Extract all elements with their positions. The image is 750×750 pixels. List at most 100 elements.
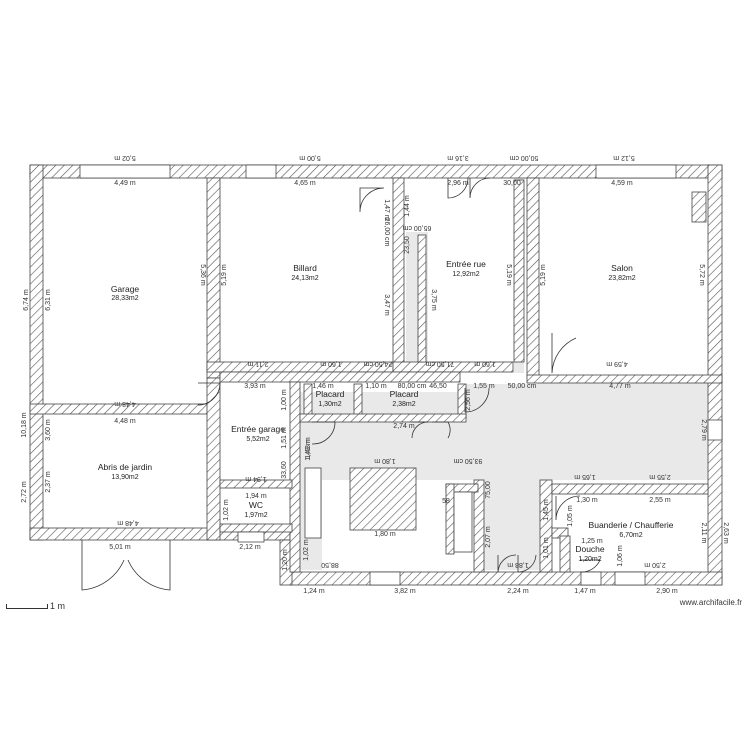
dim: 3,16 m xyxy=(447,154,469,161)
interior-walls xyxy=(29,177,723,573)
dim: 3,75 m xyxy=(430,289,437,311)
room-name: Buanderie / Chaufferie xyxy=(589,520,674,530)
dim: 5,01 m xyxy=(109,544,131,551)
doors xyxy=(81,177,601,591)
room-area: 23,82m2 xyxy=(608,275,635,282)
room-name: Placard xyxy=(316,389,345,399)
dim: 2,79 m xyxy=(700,419,707,441)
dim: 65,00 cm xyxy=(402,224,431,231)
dim: 4,48 m xyxy=(114,400,136,407)
dim: 2,72 m xyxy=(21,481,28,503)
dim: 6,31 m xyxy=(45,289,52,311)
dim: 24,50 cm xyxy=(363,360,392,367)
room-area: 1,20m2 xyxy=(578,556,601,563)
dim: 3,47 m xyxy=(383,294,390,316)
room-name: Salon xyxy=(611,263,633,273)
dim: 5,19 m xyxy=(221,264,228,286)
dim: 2,90 m xyxy=(656,588,678,595)
room-name: Abris de jardin xyxy=(98,462,153,472)
room-name: Garage xyxy=(111,284,140,294)
dim: 2,37 m xyxy=(45,471,52,493)
dim: 2,07 m xyxy=(485,526,492,548)
room-area: 5,52m2 xyxy=(246,436,269,443)
dim: 4,48 m xyxy=(117,519,139,526)
dim: 1,43 m xyxy=(305,437,312,459)
room-name: Douche xyxy=(575,544,605,554)
room-area: 1,97m2 xyxy=(244,512,267,519)
dim: 50,00 cm xyxy=(509,154,538,161)
dim: 50,00 cm xyxy=(508,383,537,390)
dim: 1,46 m xyxy=(312,383,334,390)
dim: 33,60 xyxy=(281,461,288,479)
room-area: 1,30m2 xyxy=(318,401,341,408)
scale-bar xyxy=(6,604,48,609)
dim: 4,59 m xyxy=(611,180,633,187)
dim: 1,30 m xyxy=(576,497,598,504)
dim: 4,77 m xyxy=(609,383,631,390)
exterior-walls xyxy=(29,164,723,586)
dim: 3,82 m xyxy=(394,588,416,595)
dim: 3,60 m xyxy=(45,419,52,441)
dim: 26,00 cm xyxy=(383,218,390,247)
room-name: Entrée rue xyxy=(446,259,486,269)
dim: 1,02 m xyxy=(303,539,310,561)
windows xyxy=(79,164,723,586)
dim: 4,65 m xyxy=(294,180,316,187)
dim: 1,10 m xyxy=(365,383,387,390)
dim: 2,11 m xyxy=(247,360,268,367)
dim: 58 xyxy=(442,498,450,505)
dim: 80,00 cm xyxy=(398,383,427,390)
dim: 4,49 m xyxy=(114,180,136,187)
dim: 71,50 cm xyxy=(425,360,454,367)
dim: 5,19 m xyxy=(540,264,547,286)
dim: 5,12 m xyxy=(613,154,635,161)
dim: 5,36 m xyxy=(199,264,206,286)
room-area: 12,92m2 xyxy=(452,271,479,278)
room-area: 13,90m2 xyxy=(111,474,138,481)
dim: 1,80 m xyxy=(374,531,396,538)
dim: 93,50 cm xyxy=(453,457,482,464)
dim: 2,74 m xyxy=(393,423,415,430)
dim: 1,65 m xyxy=(574,473,596,480)
dim: 1,01 m xyxy=(543,537,550,559)
dim: 3,93 m xyxy=(244,383,266,390)
room-name: Placard xyxy=(390,389,419,399)
dim: 5,19 m xyxy=(505,264,512,286)
room-area: 28,33m2 xyxy=(111,295,138,302)
room-area: 24,13m2 xyxy=(291,275,318,282)
room-area: 6,70m2 xyxy=(619,532,642,539)
dim: 2,63 m xyxy=(722,522,729,544)
dim: 2,11 m xyxy=(700,523,707,544)
dim: 1,06 m xyxy=(617,545,624,567)
dim: 1,25 m xyxy=(581,538,603,545)
dim: 2,24 m xyxy=(507,588,529,595)
dim: 1,20 m xyxy=(282,549,289,571)
dim: 1,80 m xyxy=(374,457,396,464)
dim: 2,55 m xyxy=(649,497,671,504)
dim: 30,00 xyxy=(503,180,521,187)
fireplace-block xyxy=(349,467,417,531)
scale-label: 1 m xyxy=(50,601,66,611)
dim: 2,12 m xyxy=(239,544,261,551)
dim: 1,02 m xyxy=(223,499,230,521)
room-name: WC xyxy=(249,500,263,510)
dim: 1,60 m xyxy=(320,360,342,367)
dim: 1,45 m xyxy=(543,499,550,521)
dim: 1,00 m xyxy=(281,389,288,411)
dim: 1,94 m xyxy=(245,475,267,482)
dim: 4,48 m xyxy=(114,418,136,425)
dim: 4,59 m xyxy=(606,360,628,367)
dim: 10,18 m xyxy=(21,412,28,437)
dim: 6,74 m xyxy=(23,289,30,311)
dim: 1,94 m xyxy=(245,493,267,500)
dim: 2,55 m xyxy=(649,473,671,480)
dim: 5,72 m xyxy=(698,264,705,286)
room-name: Billard xyxy=(293,263,317,273)
counter-block xyxy=(304,467,322,539)
dim: 1,47 m xyxy=(383,199,390,221)
dim: 1,55 m xyxy=(473,383,495,390)
stair-block xyxy=(453,491,473,553)
dim: 88,50 xyxy=(321,561,339,568)
dim: 1,47 m xyxy=(574,588,596,595)
